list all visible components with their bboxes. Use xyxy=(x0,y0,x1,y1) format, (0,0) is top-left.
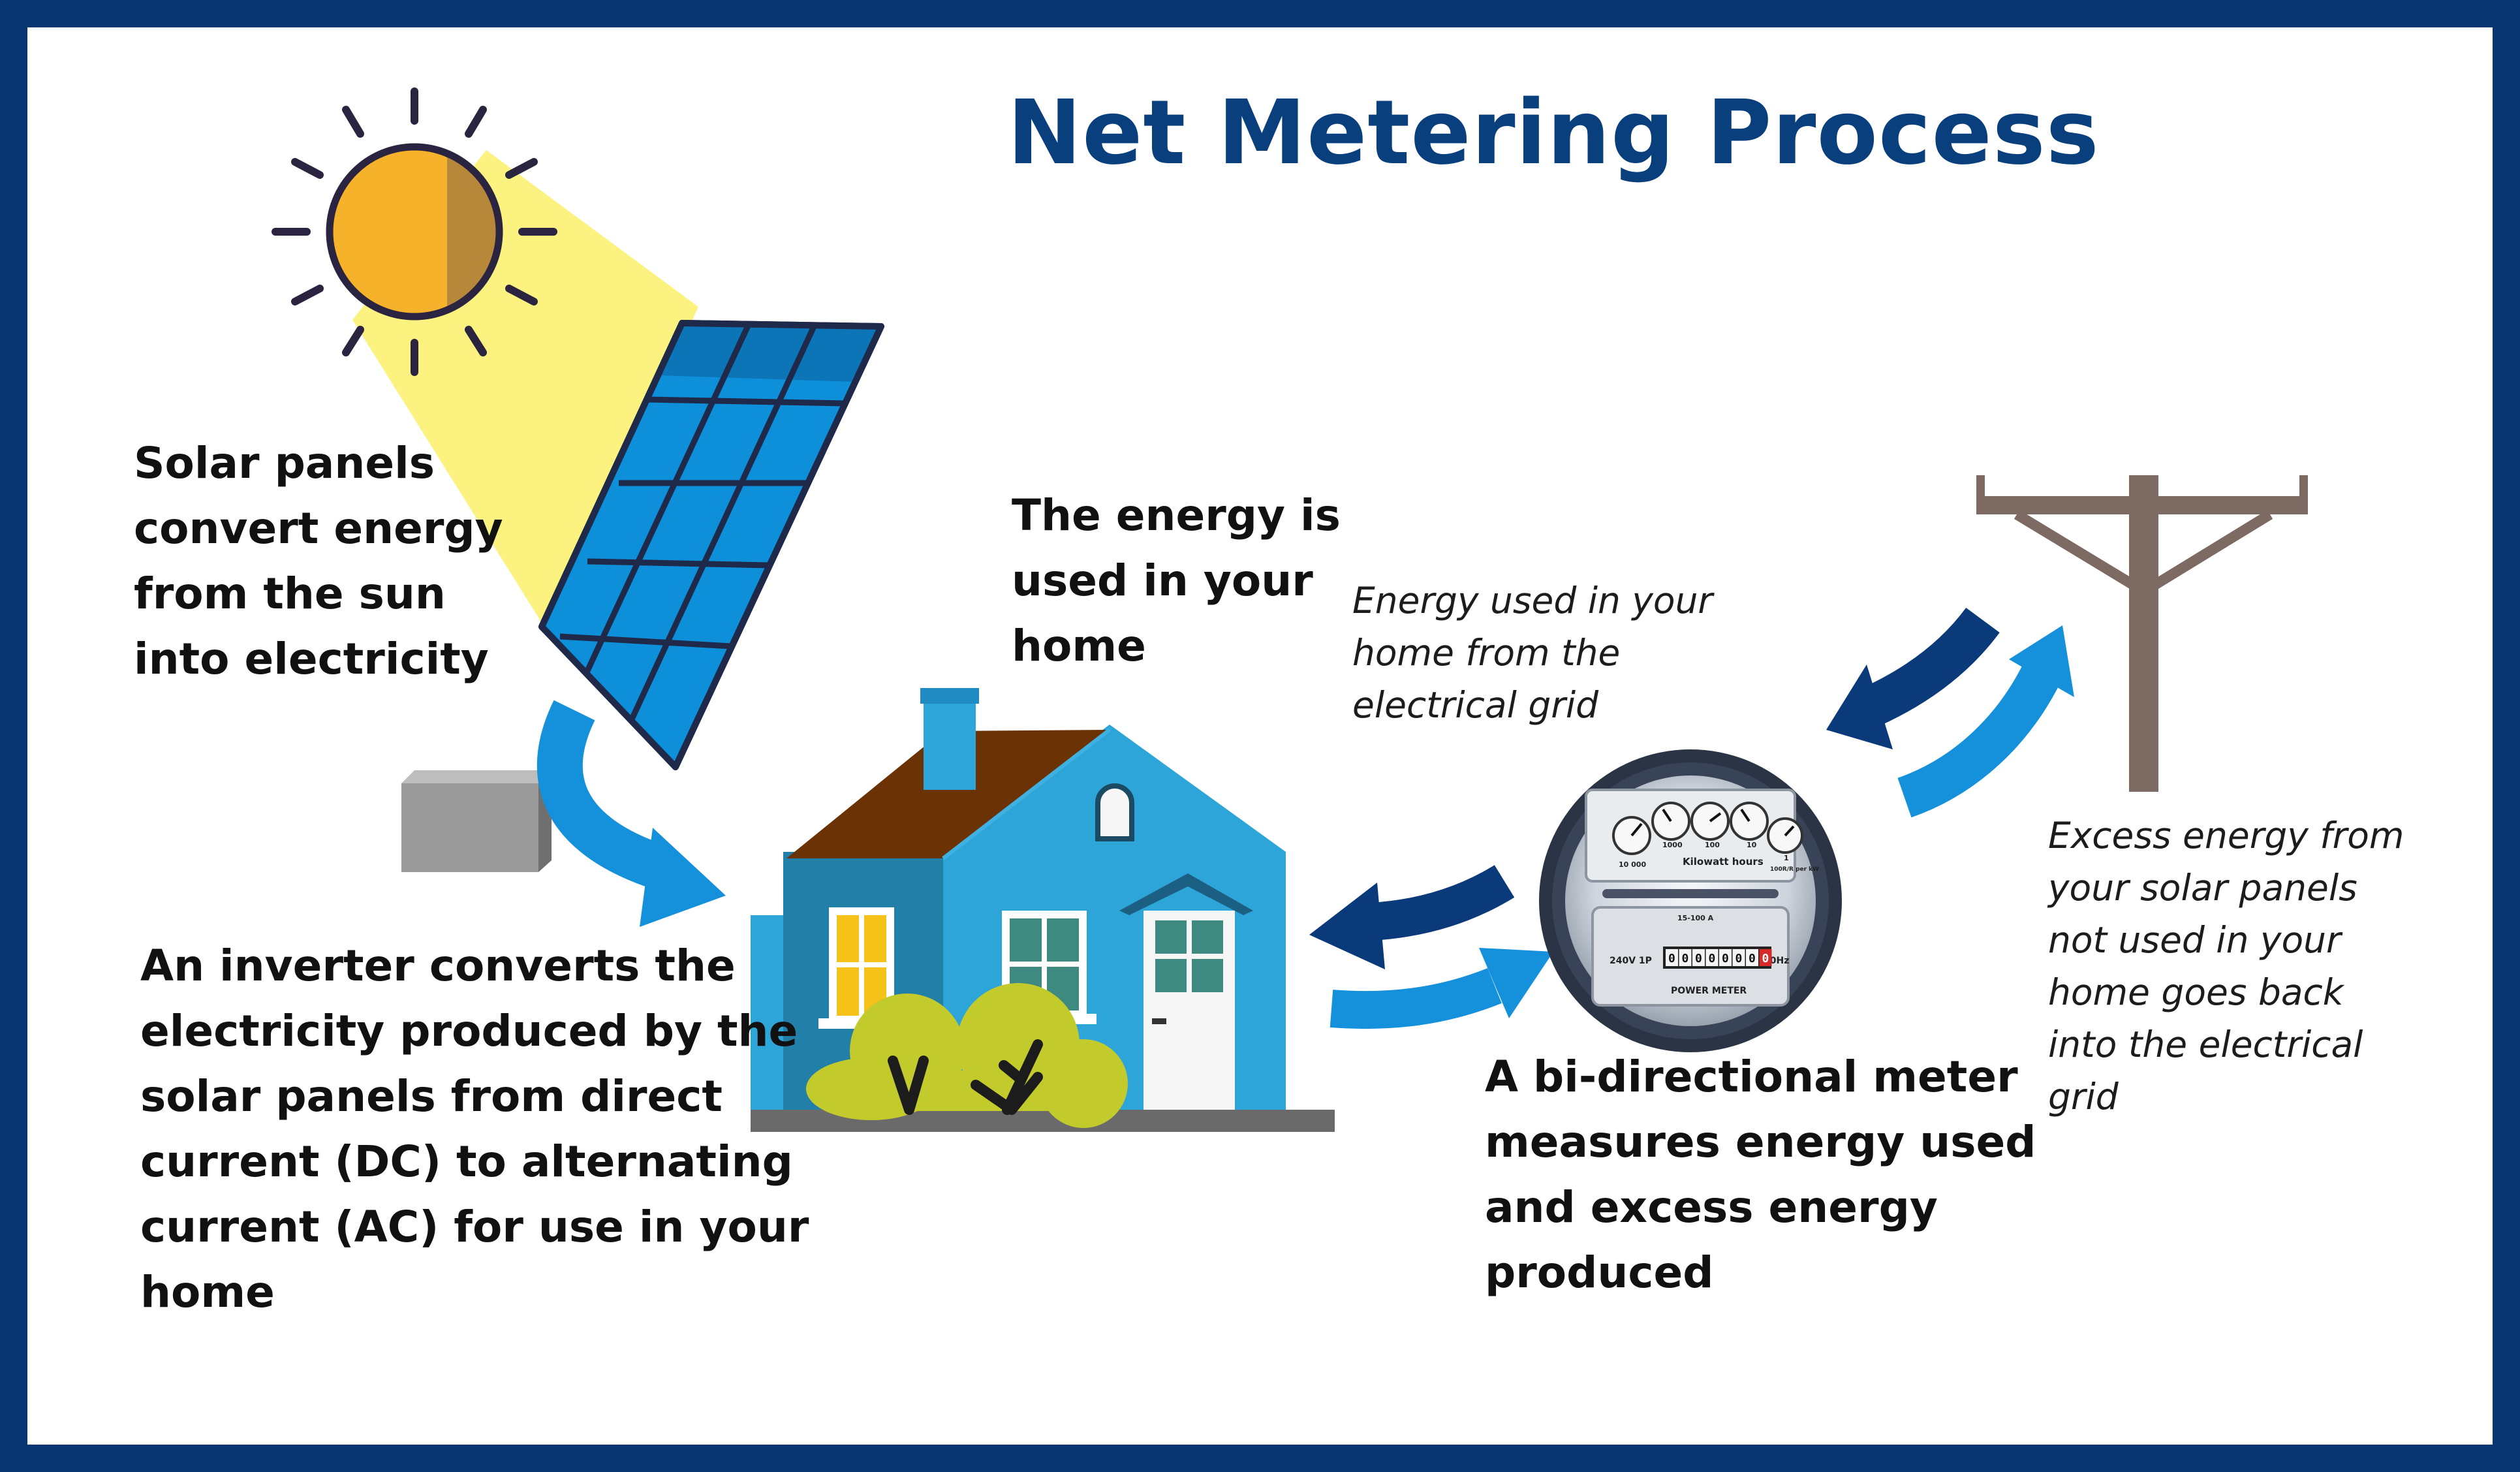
meter-dial-label: 100 xyxy=(1705,841,1720,849)
meter-digit-cell xyxy=(1719,949,1732,966)
meter-digit-cell xyxy=(1666,949,1678,966)
caption-line: The energy is xyxy=(1012,490,1341,540)
meter-digit-cell xyxy=(1732,949,1745,966)
meter-dial-label: 1000 xyxy=(1662,841,1683,849)
caption-line: into electricity xyxy=(134,634,489,684)
note-line: your solar panels xyxy=(2048,867,2357,909)
meter-dial-label: 10 xyxy=(1747,841,1757,849)
caption-solar-panels: Solar panels convert energy from the sun… xyxy=(134,431,503,692)
caption-line: electricity produced by the xyxy=(140,1006,798,1056)
arrow-house-to-meter-icon xyxy=(1330,948,1553,1029)
caption-line: and excess energy xyxy=(1485,1182,1938,1232)
caption-line: A bi-directional meter xyxy=(1485,1052,2018,1102)
caption-line: An inverter converts the xyxy=(140,941,736,991)
meter-digit-cell xyxy=(1692,949,1705,966)
meter-digit-cell xyxy=(1759,949,1772,966)
utility-pole-icon xyxy=(1976,475,2308,792)
caption-line: solar panels from direct xyxy=(140,1071,723,1121)
caption-line: Solar panels xyxy=(134,438,435,488)
meter-volt-label: 240V 1P xyxy=(1610,956,1652,966)
meter-dial-label: 10 000 xyxy=(1619,860,1646,869)
note-grid-to-home: Energy used in your home from the electr… xyxy=(1352,574,1713,731)
note-line: home from the xyxy=(1352,632,1621,674)
meter-amp-label: 15-100 A xyxy=(1677,914,1714,922)
meter-kwh-label: Kilowatt hours xyxy=(1683,856,1764,868)
caption-line: home xyxy=(1012,621,1146,671)
meter-digit: 0 xyxy=(1682,952,1689,965)
arrow-meter-to-house-icon xyxy=(1309,865,1515,969)
meter-digit: 0 xyxy=(1762,952,1769,965)
arrow-panel-to-house-icon xyxy=(537,700,726,927)
note-line: electrical grid xyxy=(1352,684,1599,726)
caption-line: home xyxy=(140,1267,275,1317)
meter-digit-cell xyxy=(1679,949,1692,966)
note-line: home goes back xyxy=(2048,971,2344,1013)
solar-panel-icon xyxy=(538,320,884,770)
note-excess-to-grid: Excess energy from your solar panels not… xyxy=(2048,809,2404,1123)
meter-digit: 0 xyxy=(1709,952,1716,965)
caption-line: from the sun xyxy=(134,569,446,619)
note-line: Energy used in your xyxy=(1352,580,1713,621)
caption-line: measures energy used xyxy=(1485,1117,2036,1167)
note-line: not used in your xyxy=(2048,919,2341,961)
arrow-meter-to-pole-icon xyxy=(1897,625,2074,818)
caption-meter: A bi-directional meter measures energy u… xyxy=(1485,1044,2036,1306)
caption-energy-used: The energy is used in your home xyxy=(1012,483,1341,679)
meter-name-label: POWER METER xyxy=(1671,986,1747,996)
bidirectional-meter-icon: 10 000 1000 100 10 1 Kilowatt hours 100R… xyxy=(1539,749,1842,1052)
meter-digit-cell xyxy=(1746,949,1758,966)
sun-rays xyxy=(272,87,557,376)
note-line: into the electrical xyxy=(2048,1024,2363,1065)
page-title: Net Metering Process xyxy=(1007,82,2100,185)
meter-digit: 0 xyxy=(1722,952,1729,965)
meter-dial-label: 1 xyxy=(1784,854,1789,862)
meter-rev-label: 100R/R per kW xyxy=(1770,866,1819,873)
caption-inverter: An inverter converts the electricity pro… xyxy=(140,933,809,1325)
caption-line: current (AC) for use in your xyxy=(140,1202,809,1252)
note-line: Excess energy from xyxy=(2048,815,2404,856)
meter-digit: 0 xyxy=(1749,952,1756,965)
sun-icon xyxy=(326,143,503,321)
meter-digit: 0 xyxy=(1735,952,1743,965)
meter-digit: 0 xyxy=(1695,952,1702,965)
arrow-pole-to-meter-icon xyxy=(1826,607,2000,749)
caption-line: produced xyxy=(1485,1247,1714,1298)
caption-line: convert energy xyxy=(134,503,503,554)
meter-digit: 0 xyxy=(1668,952,1675,965)
bush-icon xyxy=(806,983,1128,1128)
caption-line: current (DC) to alternating xyxy=(140,1136,793,1187)
inverter-box-icon xyxy=(401,770,552,872)
note-line: grid xyxy=(2048,1076,2119,1118)
caption-line: used in your xyxy=(1012,556,1313,606)
meter-digit-cell xyxy=(1705,949,1719,966)
